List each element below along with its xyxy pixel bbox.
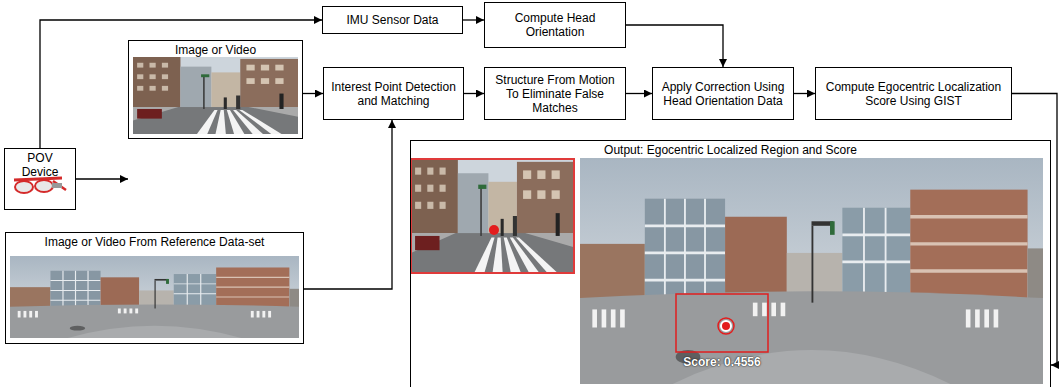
box-text: Interest Point Detection and Matching	[330, 80, 457, 108]
street-photo	[133, 57, 298, 134]
reference-panel: Image or Video From Reference Data-set	[5, 232, 304, 344]
reference-panorama	[10, 256, 299, 338]
box-text: Apply Correction Using Head Orientation …	[659, 80, 787, 108]
flow-arrow	[626, 93, 652, 94]
query-point	[489, 225, 499, 235]
query-photo-border	[411, 159, 574, 273]
process-box: Structure From Motion To Eliminate False…	[484, 67, 626, 120]
query-photo	[411, 159, 574, 273]
process-box: Compute Head Orientation	[484, 2, 626, 48]
flow-arrow	[303, 93, 323, 94]
process-box: Compute Egocentric Localization Score Us…	[815, 67, 1012, 120]
process-box: Interest Point Detection and Matching	[323, 67, 464, 120]
localized-ring	[718, 318, 734, 334]
box-text: Compute Head Orientation	[491, 11, 619, 39]
box-text: Image or Video	[175, 43, 256, 57]
box-text: POV Device	[11, 151, 69, 179]
box-text: Structure From Motion To Eliminate False…	[491, 73, 619, 115]
glasses-lens	[35, 180, 53, 192]
flow-arrow	[304, 120, 392, 289]
box-text: Compute Egocentric Localization Score Us…	[822, 80, 1005, 108]
flow-arrow	[40, 20, 322, 148]
process-box: IMU Sensor Data	[322, 6, 463, 34]
flow-arrow	[463, 19, 484, 20]
glasses-icon	[14, 178, 66, 193]
glasses-temple	[53, 181, 66, 190]
box-text: Image or Video From Reference Data-set	[45, 235, 265, 249]
localized-region	[676, 294, 768, 352]
box-text: IMU Sensor Data	[346, 13, 438, 27]
flow-arrow	[794, 93, 815, 94]
score-label: Score: 0.4556	[671, 355, 773, 369]
flow-arrow	[464, 93, 484, 94]
flow-arrow	[76, 178, 128, 179]
box-text: Output: Egocentric Localized Region and …	[604, 143, 857, 157]
output-panel: Output: Egocentric Localized Region and …	[410, 140, 1051, 387]
camera-unit	[52, 183, 62, 188]
image-panel: Image or Video	[128, 40, 303, 139]
flow-arrow	[626, 25, 723, 67]
output-panorama	[580, 158, 1043, 384]
localized-point	[721, 321, 731, 331]
device-box: POV Device	[4, 148, 76, 210]
process-box: Apply Correction Using Head Orientation …	[652, 67, 794, 120]
glasses-lens	[15, 181, 33, 193]
